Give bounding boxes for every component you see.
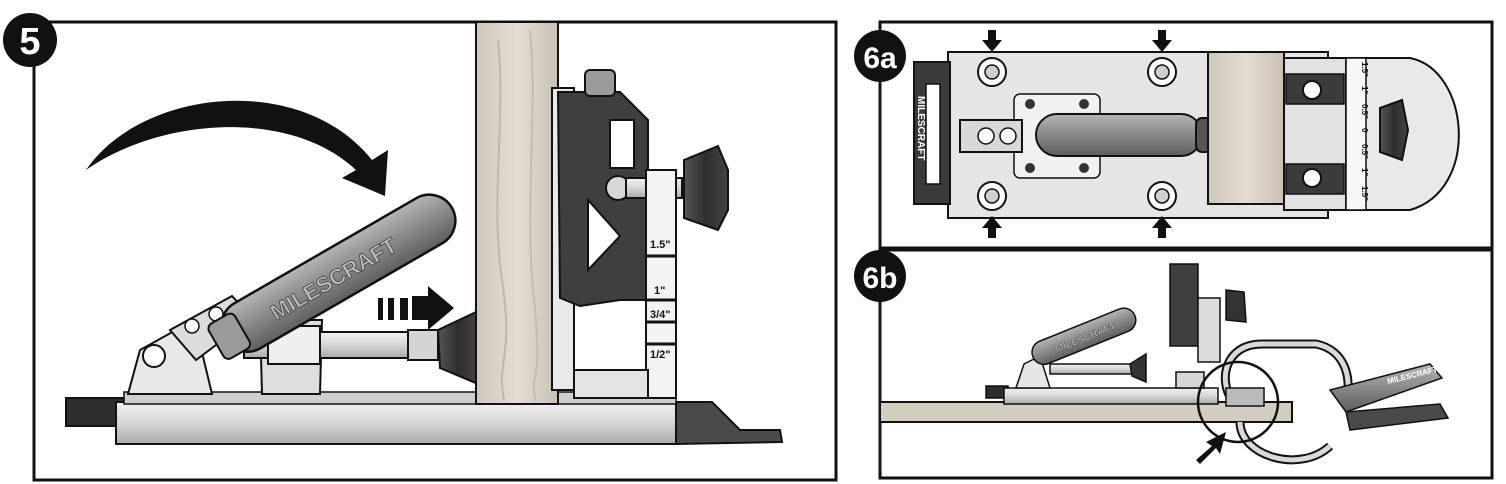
clamp-point-arrow (1196, 432, 1226, 464)
ruler-mark-5: 1" (1360, 168, 1369, 176)
handle-side-view-6b (1031, 307, 1137, 366)
step-6a-label: 6a (863, 42, 897, 75)
ruler-mark-0: 1.5" (1360, 62, 1369, 77)
panel-6b: MILESCRAFT MILESCRAFT 6b (854, 248, 1494, 480)
ruler-mark-1: 1" (1360, 86, 1369, 94)
step-6b-label: 6b (862, 262, 897, 295)
step-5-badge: 5 (3, 13, 57, 67)
ruler-6a: 1.5" 1" 0.5" 0 0.5" 1" 1.5" (1360, 62, 1369, 201)
panel-5: MILESCRAFT (3, 13, 838, 482)
push-arrow (378, 286, 454, 330)
step-6b-badge: 6b (854, 250, 906, 302)
scale-mark-1-2: 1/2" (650, 349, 671, 361)
scale-mark-1: 1" (654, 285, 665, 297)
jig-base (65, 391, 784, 446)
workpiece-board (475, 21, 559, 405)
wood-block-top (1207, 51, 1285, 205)
ruler-mark-2: 0.5" (1360, 104, 1369, 119)
scale-mark-1-5: 1.5" (650, 239, 671, 251)
rotation-arrow (86, 100, 388, 196)
ruler-mark-6: 1.5" (1360, 186, 1369, 201)
ruler-mark-4: 0.5" (1360, 144, 1369, 159)
detail-highlight-circle (1196, 360, 1280, 444)
drill-guide: 1.5" 1" 3/4" 1/2" (551, 69, 729, 399)
hole-arrows (982, 30, 1172, 238)
step-6a-badge: 6a (854, 30, 906, 82)
step-5-label: 5 (19, 21, 40, 63)
scale-mark-3-4: 3/4" (650, 309, 671, 321)
base-brand-text: MILESCRAFT (915, 96, 926, 160)
handle-top-view (1035, 113, 1203, 157)
panel-6a: MILESCRAFT (854, 20, 1494, 250)
ruler-mark-3: 0 (1360, 128, 1369, 133)
mount-holes (977, 57, 1177, 211)
c-clamp: MILESCRAFT (1220, 339, 1450, 465)
